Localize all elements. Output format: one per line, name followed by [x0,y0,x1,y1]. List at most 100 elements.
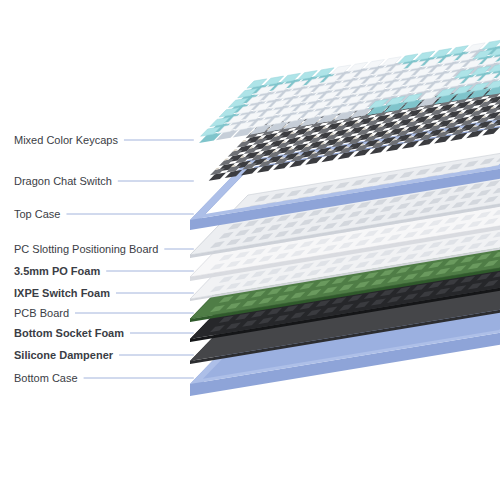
switch [257,159,274,172]
keycap-top [270,99,290,108]
switch-housing [387,139,402,146]
switch-cutout [332,277,347,284]
switch-cutout [323,266,338,273]
switch [273,157,290,170]
switch-cutout [290,292,305,299]
switch-cutout [435,226,450,233]
switch-stem [426,117,431,119]
leader-line [84,378,194,379]
switch-stem [263,159,268,161]
switch-stem [279,157,284,159]
switch-cutout [258,277,273,284]
keycap-top [370,83,390,92]
switch-cutout [242,280,257,287]
keycap-top [497,54,500,63]
switch-cutout [468,243,483,250]
keycap-top [236,105,256,114]
switch-stem [483,100,488,102]
switch-cutout [476,211,491,218]
switch-cutout [468,221,483,228]
switch-cutout [419,206,434,213]
switch-cutout [258,255,273,262]
switch-cutout [476,253,491,260]
switch-stem [313,136,318,138]
keycap-top [396,70,416,79]
switch-cutout [403,293,418,300]
switch-housing [484,123,499,130]
keycap [401,94,424,110]
switch-housing [469,110,484,117]
switch-cutout [484,196,499,203]
switch-cutout [428,241,443,248]
switch-cutout [371,278,386,285]
switch-cutout [242,236,257,243]
switch [482,122,499,135]
keycap-top [447,62,467,71]
switch-stem [419,111,424,113]
switch-housing [405,120,420,127]
keycap-top [432,48,452,57]
keycap-top [428,81,448,90]
switch-cutout [299,219,314,226]
switch-stem [337,140,342,142]
switch-cutout [387,234,402,241]
switch-housing [274,157,289,164]
switch [289,154,306,167]
switch-stem [376,141,381,143]
switch-housing [462,103,477,110]
keycap-top [354,85,374,94]
switch-cutout [357,201,372,208]
switch-cutout [210,263,225,270]
switch [321,149,338,162]
keycap-top [251,119,271,128]
switch-cutout [435,204,450,211]
switch-stem [328,149,333,151]
switch-housing [253,138,268,145]
switch-cutout [389,196,404,203]
switch-cutout [412,200,427,207]
switch-cutout [283,221,298,228]
switch-grid [209,76,500,181]
keycap-top [486,80,500,89]
switch-stem [467,103,472,105]
switch-cutout [340,204,355,211]
keycap-top [423,58,443,67]
part-label: Top Case [14,207,60,221]
switch-housing [355,144,370,151]
switch-cutout [371,258,386,265]
switch-cutout [332,257,347,264]
keycap [384,96,407,112]
switch-cutout [428,281,443,288]
switch-housing [308,136,323,143]
switch-cutout [485,180,500,187]
switch-stem [231,165,236,167]
switch-stem [370,119,375,121]
keycap [317,107,340,123]
switch-cutout [476,273,491,280]
switch-cutout [415,168,430,175]
switch-cutout [364,292,379,299]
switch-cutout [235,293,250,300]
switch-cutout [493,209,500,216]
keycap-top [402,94,422,103]
switch-cutout [396,267,411,274]
keycap-top [327,98,347,107]
keycap-top [464,59,484,68]
switch-cutout [435,268,450,275]
keycap-top [260,109,280,118]
switch-cutout [364,252,379,259]
switch-cutout [387,296,402,303]
switch-cutout [210,325,225,332]
switch-stem [417,126,422,128]
switch-cutout [267,268,282,275]
switch-housing [210,168,225,175]
keycap-top [480,56,500,65]
switch-stem [394,122,399,124]
switch-housing [414,111,429,118]
switch-cutout [315,280,330,287]
switch-housing [468,126,483,133]
keycap [300,110,323,126]
keycap-top [344,95,364,104]
part-label: Bottom Socket Foam [14,326,124,340]
part-label: Silicone Dampener [14,348,113,362]
